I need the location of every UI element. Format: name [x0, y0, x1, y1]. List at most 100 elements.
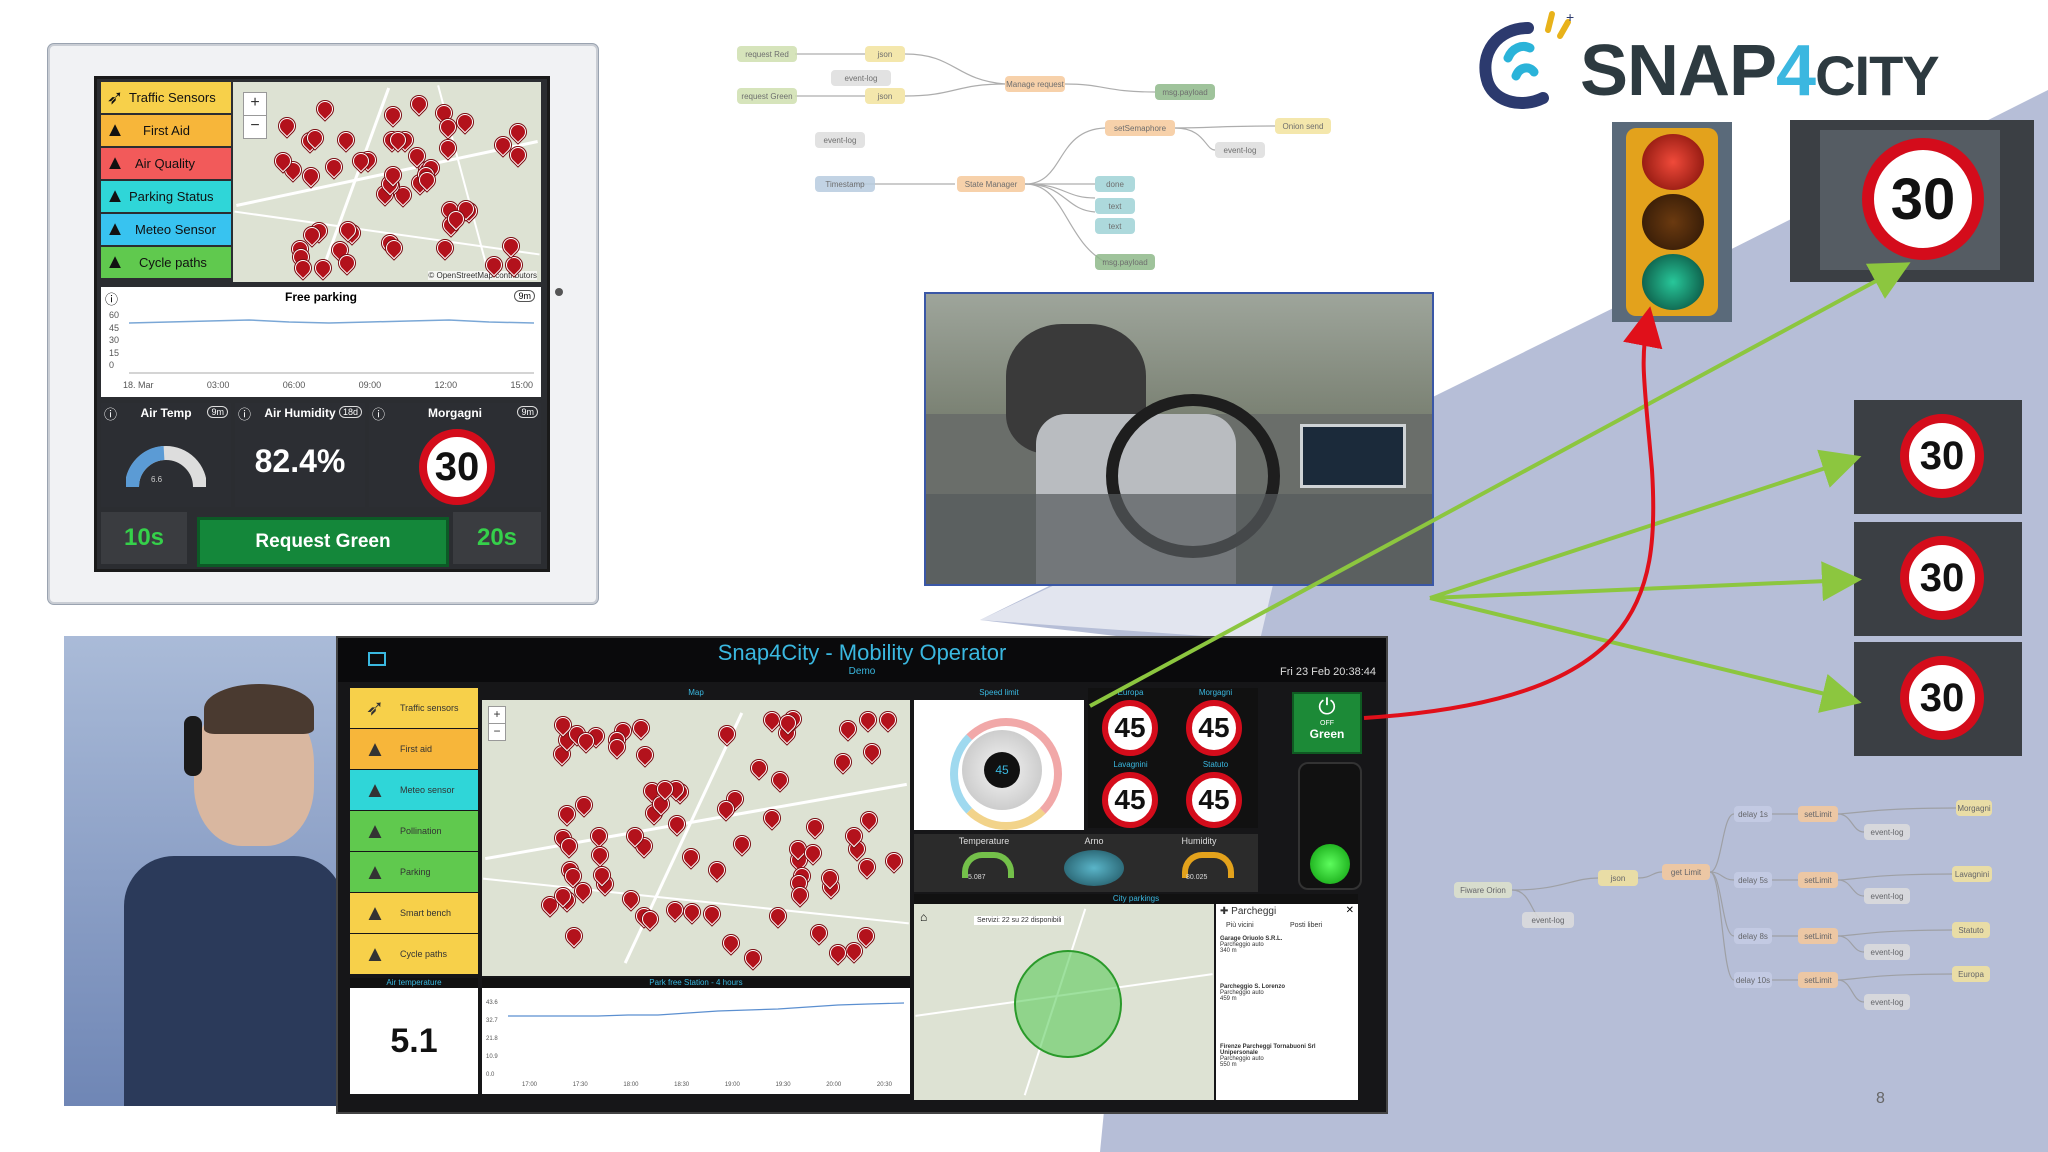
- flow-node: msg.payload: [1155, 84, 1215, 100]
- flow-node: setLimit: [1798, 928, 1838, 944]
- info-icon[interactable]: ⓘ: [372, 407, 386, 422]
- mobility-operator-dashboard: Snap4City - Mobility Operator Demo Fri 2…: [336, 636, 1388, 1114]
- tab-nearest[interactable]: Più vicini: [1226, 922, 1254, 929]
- speed-limit-sign: 45: [1102, 772, 1158, 828]
- request-green-button[interactable]: Request Green: [197, 517, 449, 567]
- dash-menu-smart-bench[interactable]: ▲Smart bench: [350, 893, 478, 933]
- dash-menu-meteo-sensor[interactable]: ▲Meteo sensor: [350, 770, 478, 810]
- speed-sign-photo-2: 30: [1854, 522, 2022, 636]
- arrow-icon: ▲: [364, 900, 386, 925]
- flow-node: request Green: [737, 88, 797, 104]
- park-line: [508, 1002, 904, 1017]
- traffic-light-photo: [1612, 122, 1732, 322]
- air-temperature-value: 5.1: [390, 1022, 438, 1060]
- menu-item-meteo-sensor[interactable]: ▲ Meteo Sensor: [101, 214, 231, 245]
- river-level-icon: [1064, 850, 1124, 886]
- flow-node: delay 8s: [1734, 928, 1772, 944]
- parking-list-item[interactable]: Firenze Parcheggi Tornabuoni Srl Unipers…: [1220, 1044, 1316, 1068]
- tablet-home-button[interactable]: [555, 288, 563, 296]
- free-parking-line: [129, 319, 534, 374]
- menu-item-first-aid[interactable]: ▲First Aid: [101, 115, 231, 146]
- flow-node: event-log: [1864, 888, 1910, 904]
- pointer-icon: ➶: [365, 695, 385, 720]
- dashboard-title: Snap4City - Mobility Operator: [717, 640, 1007, 665]
- speed-limit-sign: 45: [1102, 700, 1158, 756]
- speed-value: 45: [984, 752, 1020, 788]
- arrow-to-sign-top: [1089, 262, 1911, 708]
- request-green-label: Request Green: [255, 531, 391, 552]
- menu-label: First Aid: [143, 123, 190, 138]
- green-power-button[interactable]: ⏻ OFF Green: [1292, 692, 1362, 754]
- home-icon[interactable]: ⌂: [920, 910, 928, 924]
- menu-item-parking-status[interactable]: ▲Parking Status: [101, 181, 231, 212]
- tablet-map[interactable]: + − © OpenStreetMap contributors: [233, 82, 541, 282]
- air-temp-widget: Air Temp ⓘ 9m 6.6: [101, 403, 231, 507]
- humidity-value: 82.4%: [254, 443, 346, 479]
- menu-icon[interactable]: [368, 652, 386, 666]
- arrow-icon: ▲: [364, 941, 386, 966]
- power-icon: ⏻: [1318, 694, 1336, 719]
- dash-menu-parking[interactable]: ▲Parking: [350, 852, 478, 892]
- widget-title: Air Temp: [140, 406, 192, 420]
- dash-menu-traffic-sensors[interactable]: ➶Traffic sensors: [350, 688, 478, 728]
- menu-label: Meteo Sensor: [135, 222, 216, 237]
- speed-knob-widget: 45: [914, 700, 1084, 830]
- dashboard-map[interactable]: + −: [482, 700, 910, 976]
- age-badge: 9m: [517, 406, 538, 418]
- dash-menu-cycle-paths[interactable]: ▲Cycle paths: [350, 934, 478, 974]
- flow-node: delay 1s: [1734, 806, 1772, 822]
- park-chart-title: Park free Station - 4 hours: [482, 978, 910, 988]
- speed-sign-photo-1: 30: [1854, 400, 2022, 514]
- dashboard-subtitle: Demo: [848, 666, 876, 677]
- flow-node: text: [1095, 218, 1135, 234]
- green-light-icon: [1310, 844, 1350, 884]
- menu-label: Air Quality: [135, 156, 195, 171]
- flow-node: Timestamp: [815, 176, 875, 192]
- speed-limit-sign: 30: [419, 429, 495, 505]
- tablet-menu: ➶Traffic Sensors ▲First Aid ▲Air Quality…: [101, 82, 231, 282]
- pointer-icon: ➶: [106, 87, 124, 109]
- close-icon[interactable]: ✕: [1345, 905, 1354, 916]
- speed-title: Speed limit: [979, 688, 1019, 697]
- humidity-gauge: [1182, 852, 1234, 878]
- widget-title: Free parking: [284, 290, 358, 304]
- speed-sign-photo-3: 30: [1854, 642, 2022, 756]
- flow-node: event-log: [1522, 912, 1574, 928]
- menu-item-traffic-sensors[interactable]: ➶Traffic Sensors: [101, 82, 231, 113]
- zoom-out-button[interactable]: −: [488, 723, 506, 741]
- speed-limit-sign: 45: [1186, 700, 1242, 756]
- menu-item-air-quality[interactable]: ▲Air Quality: [101, 148, 231, 179]
- environment-panel: Temperature Arno Humidity 5.087 80.025: [914, 834, 1258, 892]
- map-title: Map: [688, 688, 704, 697]
- dash-menu-pollination[interactable]: ▲Pollination: [350, 811, 478, 851]
- air-temperature-title: Air temperature: [350, 978, 478, 988]
- flow-node: get Limit: [1662, 864, 1710, 880]
- driver-video[interactable]: [924, 292, 1434, 586]
- flow-node: request Red: [737, 46, 797, 62]
- info-icon[interactable]: ⓘ: [105, 292, 119, 307]
- green-light-icon: [1642, 254, 1704, 310]
- info-icon[interactable]: ⓘ: [238, 407, 252, 422]
- arrow-icon: ▲: [105, 218, 125, 240]
- flow-node: Morgagni: [1956, 800, 1992, 816]
- menu-item-cycle-paths[interactable]: ▲Cycle paths: [101, 247, 231, 278]
- flow-node: event-log: [815, 132, 865, 148]
- flow-node: Manage request: [1005, 76, 1065, 92]
- tab-free-spots[interactable]: Posti liberi: [1290, 922, 1323, 929]
- operator-suit: [124, 856, 340, 1106]
- dash-menu-first-aid[interactable]: ▲First aid: [350, 729, 478, 769]
- info-icon[interactable]: ⓘ: [104, 407, 118, 422]
- flow-node: setLimit: [1798, 872, 1838, 888]
- zoom-out-button[interactable]: −: [243, 115, 267, 139]
- tablet-screen: ➶Traffic Sensors ▲First Aid ▲Air Quality…: [94, 76, 550, 572]
- city-parkings-map[interactable]: Servizi: 22 su 22 disponibili ⌂: [914, 904, 1214, 1100]
- semaphore-widget: [1298, 762, 1362, 890]
- dashboard-header: Snap4City - Mobility Operator Demo Fri 2…: [338, 638, 1386, 682]
- flow-node: Europa: [1952, 966, 1990, 982]
